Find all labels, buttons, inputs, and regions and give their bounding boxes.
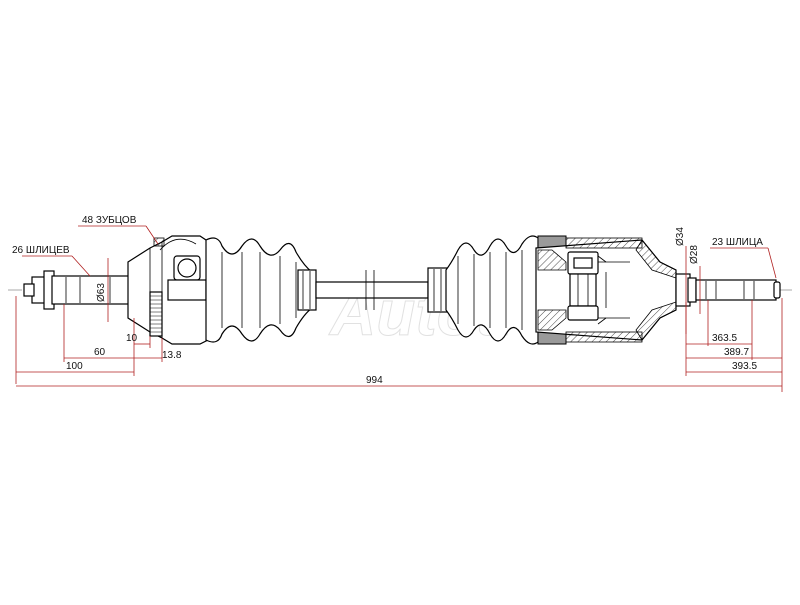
dim-13-8-label: 13.8 [162, 350, 182, 361]
inner-tripod-joint [535, 235, 677, 345]
label-26-splines: 26 ШЛИЦЕВ [12, 245, 70, 256]
dim-994-label: 994 [366, 375, 383, 386]
abs-ring-teeth [150, 295, 162, 333]
dim-389-7-label: 389.7 [724, 347, 749, 358]
dim-dia-63-label: Ø63 [96, 283, 107, 302]
dim-dia-34-label: Ø34 [675, 227, 686, 246]
inner-boot [427, 235, 539, 345]
right-spline-stub [675, 273, 781, 307]
dim-dia-28-label: Ø28 [689, 245, 700, 264]
dim-363-5-label: 363.5 [712, 333, 737, 344]
dim-60-label: 60 [94, 347, 106, 358]
label-48-teeth: 48 ЗУБЦОВ [82, 215, 137, 226]
intermediate-shaft [315, 270, 429, 310]
dim-100-label: 100 [66, 361, 83, 372]
label-23-splines: 23 ШЛИЦА [712, 237, 763, 248]
outer-cv-joint [127, 235, 213, 345]
overall-length-dimension: 994 [16, 375, 783, 392]
left-dimensions: 10 60 13.8 100 Ø63 26 ШЛИЦЕВ 48 ЗУБЦОВ [12, 215, 182, 384]
left-spline-stub [23, 270, 133, 310]
right-dimensions: 363.5 389.7 393.5 Ø34 Ø28 23 ШЛИЦА [675, 227, 783, 376]
outer-boot [205, 237, 317, 343]
dim-10-label: 10 [126, 333, 138, 344]
dim-393-5-label: 393.5 [732, 361, 757, 372]
